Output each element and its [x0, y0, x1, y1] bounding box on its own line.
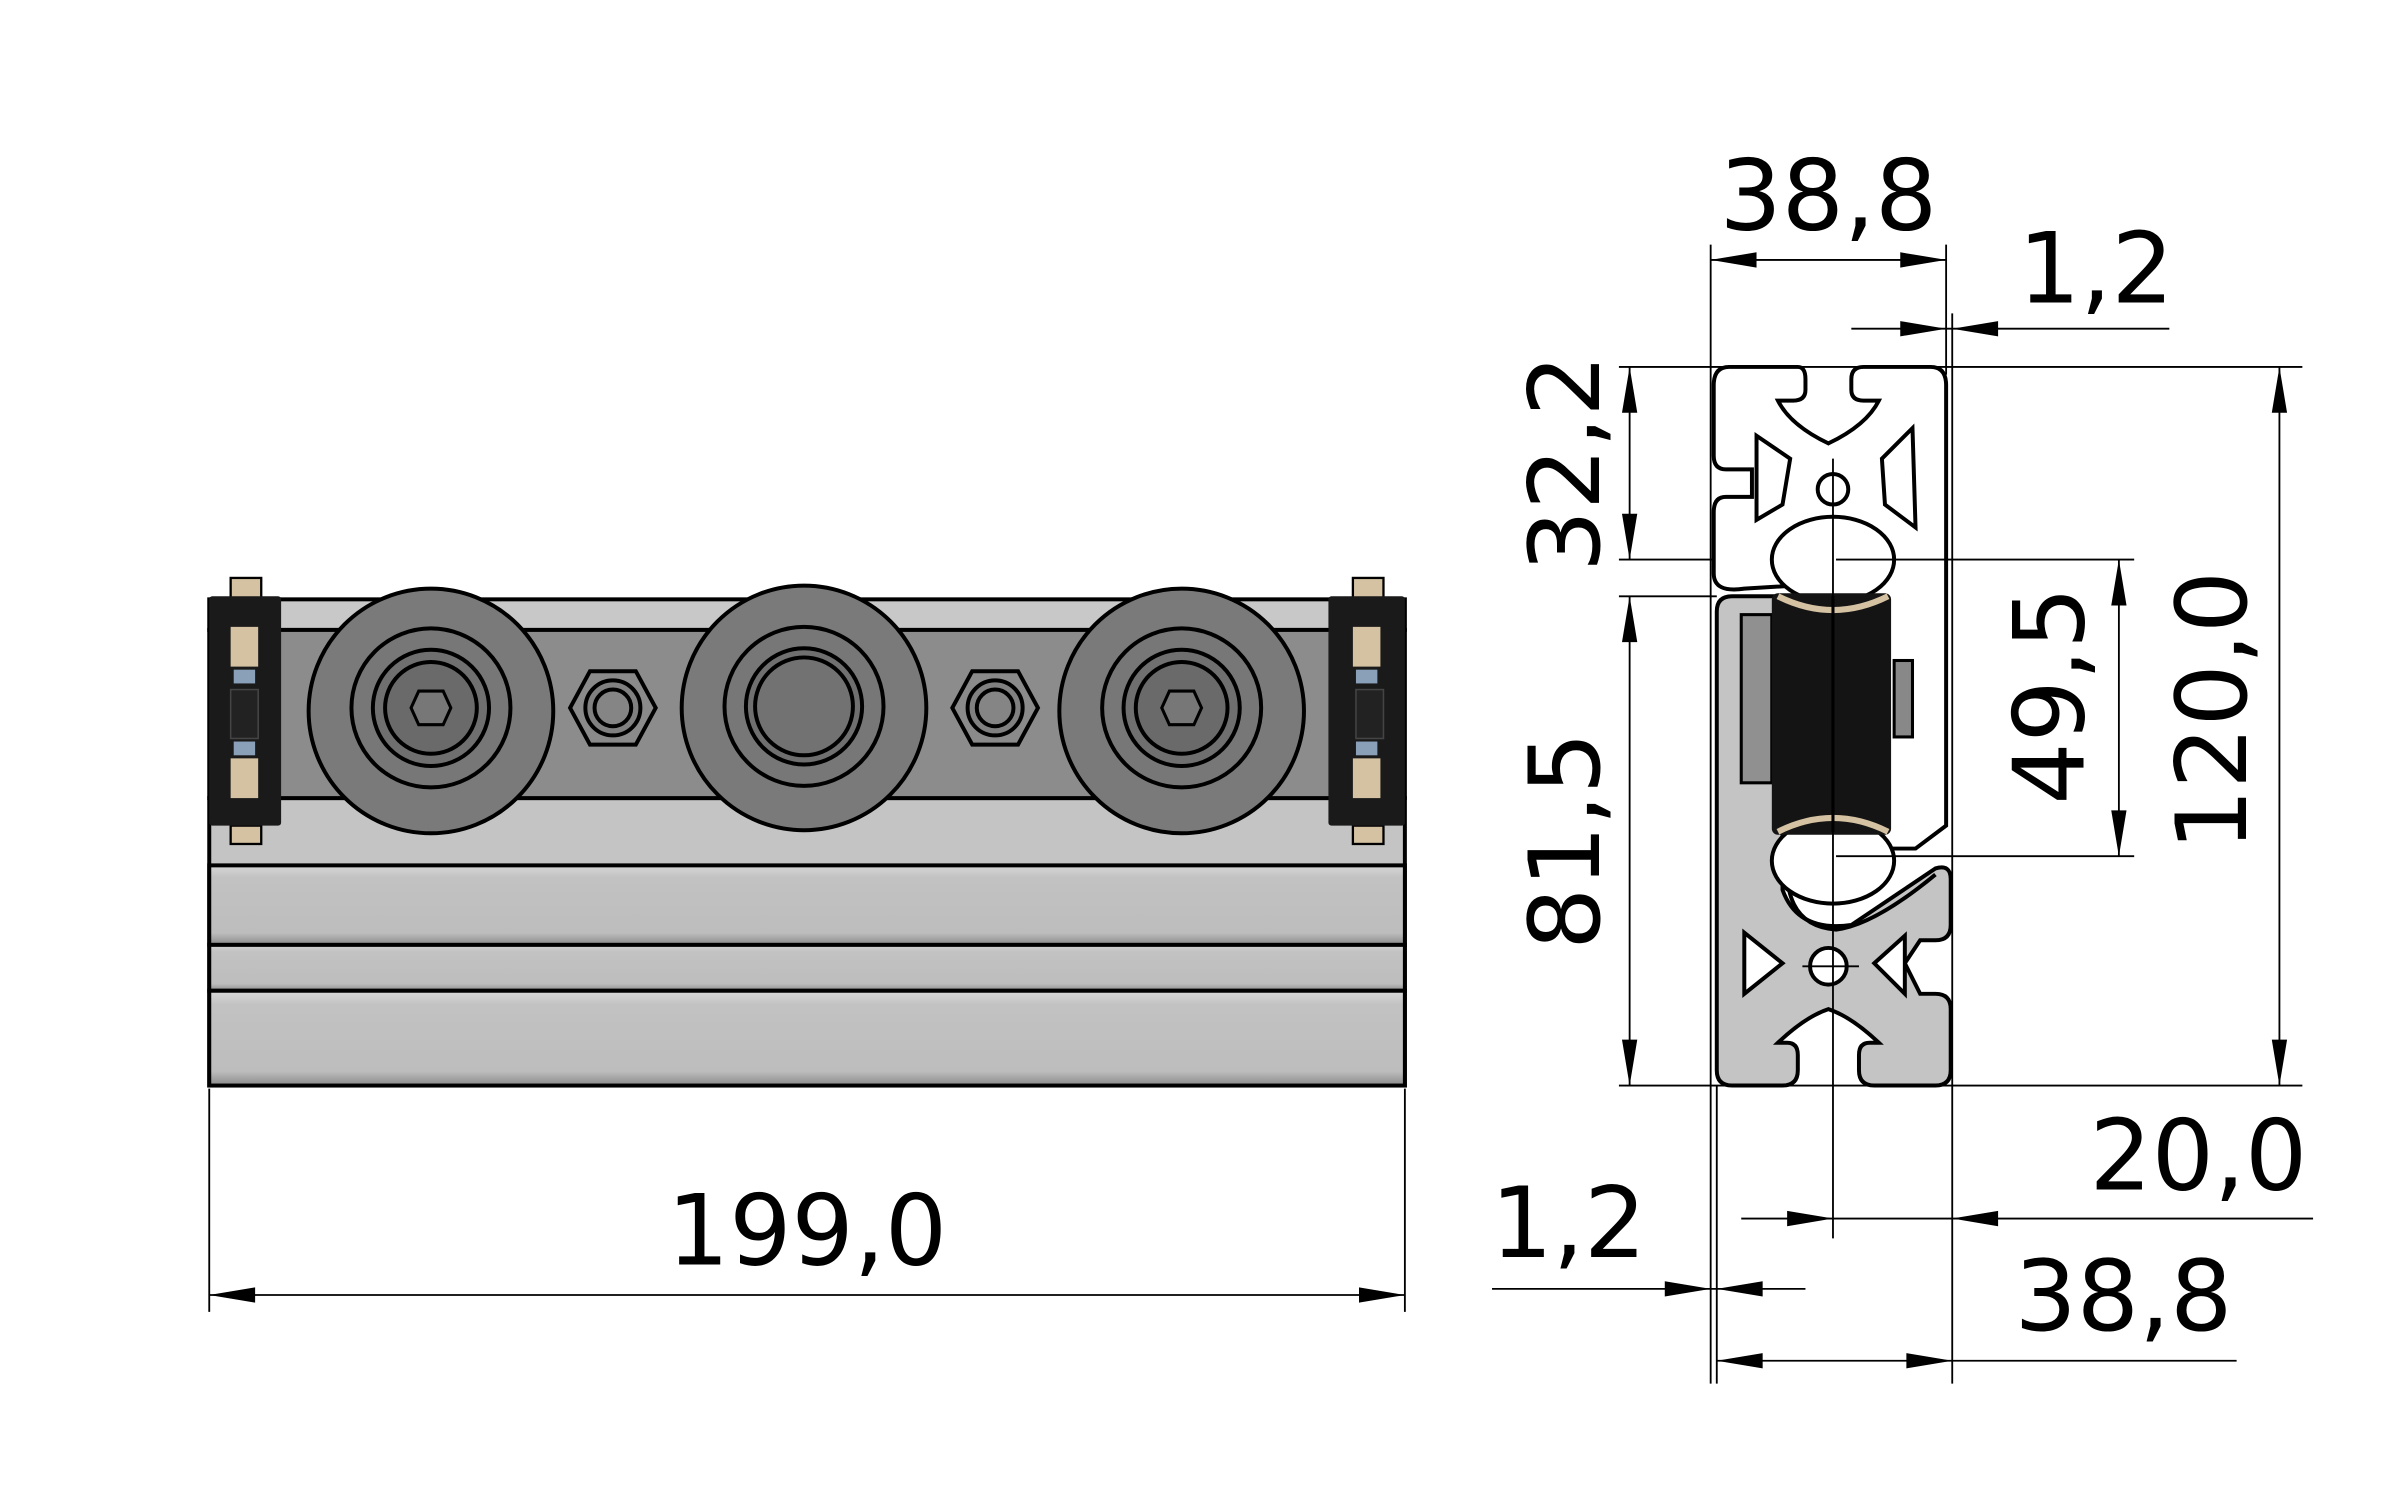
wheel-left	[306, 586, 556, 836]
dim-total-height: 120,0	[2156, 366, 2288, 1086]
hex-socket-icon	[409, 689, 453, 727]
roller-axle	[1892, 658, 1915, 739]
dim-top-width: 38,8	[1710, 139, 1947, 268]
carriage-plate-section	[1739, 613, 1774, 785]
dimension-total-height-label: 120,0	[2156, 571, 2270, 851]
dim-wheel-spacing: 49,5	[1994, 559, 2127, 857]
end-cap-right	[1328, 576, 1405, 846]
dim-upper-height: 32,2	[1509, 354, 1638, 572]
side-view: 38,8 1,2 32,2 81,5 49,5 120,0	[1491, 139, 2314, 1384]
dimension-bottom-offset-label: 1,2	[1491, 1167, 1647, 1281]
dimension-wheel-spacing-label: 49,5	[1994, 587, 2108, 805]
dimension-top-offset-label: 1,2	[2018, 213, 2174, 327]
nut-left	[567, 669, 658, 747]
dimension-length-label: 199,0	[667, 1174, 947, 1288]
length-dimension: 199,0	[208, 1088, 1406, 1312]
dimension-bottom-wheel-offset-label: 20,0	[2089, 1100, 2307, 1214]
front-view: 199,0	[207, 576, 1407, 1312]
dim-bottom-offset: 1,2	[1491, 1167, 1806, 1297]
nut-right	[950, 669, 1041, 747]
dimension-upper-height-label: 32,2	[1509, 354, 1623, 572]
end-cap-left	[209, 576, 282, 846]
rail-groove-2	[207, 942, 1407, 993]
dimension-bottom-width-label: 38,8	[2015, 1240, 2233, 1354]
rail-groove-1	[207, 863, 1407, 947]
rail-groove-3	[207, 988, 1407, 1088]
dim-bottom-width: 38,8	[1716, 1240, 2237, 1369]
wheel-center	[679, 583, 929, 833]
dim-lower-height: 81,5	[1509, 596, 1638, 1086]
wheel-right	[1057, 586, 1306, 836]
dimension-top-width-label: 38,8	[1719, 139, 1937, 253]
dimension-lower-height-label: 81,5	[1509, 732, 1623, 950]
dim-bottom-wheel-offset: 20,0	[1741, 1100, 2314, 1227]
hex-socket-icon	[1160, 689, 1204, 727]
dim-top-offset: 1,2	[1851, 213, 2174, 337]
